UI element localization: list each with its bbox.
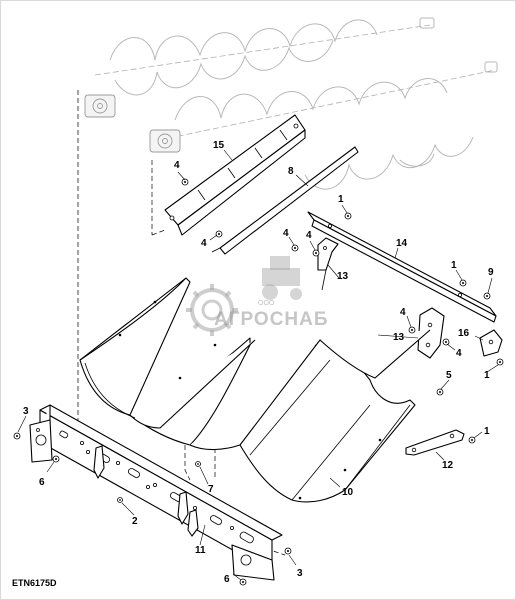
callout-4: 4 xyxy=(400,307,406,318)
callout-1: 1 xyxy=(451,260,457,271)
lower-auger xyxy=(159,61,498,190)
callout-4: 4 xyxy=(201,238,207,249)
callout-4: 4 xyxy=(174,160,180,171)
callout-labels: 15 4 8 1 4 4 4 14 13 1 9 4 13 16 4 1 5 1… xyxy=(23,140,494,585)
callout-7: 7 xyxy=(208,484,214,495)
callout-16: 16 xyxy=(458,328,470,339)
callout-13: 13 xyxy=(337,271,349,282)
callout-8: 8 xyxy=(288,166,294,177)
bracket-13-lower xyxy=(417,307,445,359)
callout-3: 3 xyxy=(297,568,303,579)
wear-strip-8 xyxy=(211,146,359,255)
callout-4: 4 xyxy=(306,230,312,241)
lower-drive-sprocket xyxy=(149,129,181,153)
callout-14: 14 xyxy=(396,238,408,249)
callout-10: 10 xyxy=(342,487,354,498)
figure-id: ETN6175D xyxy=(12,578,57,588)
watermark-prefix: ООО xyxy=(258,300,275,307)
callout-1: 1 xyxy=(484,426,490,437)
watermark-company-name: АГРОСНАБ xyxy=(214,309,329,330)
callout-13: 13 xyxy=(393,332,405,343)
bracket-16 xyxy=(479,329,503,357)
callout-4: 4 xyxy=(283,228,289,239)
callout-11: 11 xyxy=(195,545,206,556)
callout-5: 5 xyxy=(446,370,452,381)
watermark-tractor-icon xyxy=(262,256,302,300)
callout-2: 2 xyxy=(132,516,138,527)
bracket-12 xyxy=(405,429,465,456)
watermark-gear-icon xyxy=(186,284,238,336)
leader-lines xyxy=(17,149,499,581)
auger-trough-front-7 xyxy=(79,277,321,451)
callout-9: 9 xyxy=(488,267,494,278)
angle-bar-14 xyxy=(307,211,497,323)
callout-6: 6 xyxy=(224,574,230,585)
callout-1: 1 xyxy=(484,370,490,381)
callout-1: 1 xyxy=(338,194,344,205)
channel-frame-11 xyxy=(29,404,283,581)
upper-auger xyxy=(94,17,435,96)
callout-12: 12 xyxy=(442,460,454,471)
callout-6: 6 xyxy=(39,477,45,488)
alignment-line-left-2 xyxy=(151,160,166,236)
auger-trough-rear-10 xyxy=(239,329,431,503)
callout-4: 4 xyxy=(456,348,462,359)
alignment-line-center xyxy=(184,445,191,481)
bracket-13-upper xyxy=(317,237,339,291)
upper-drive-sprocket xyxy=(84,94,116,118)
deflector-plate-15 xyxy=(164,114,306,236)
callout-15: 15 xyxy=(213,140,225,151)
callout-3: 3 xyxy=(23,406,29,417)
watermark: ООО АГРОСНАБ xyxy=(186,256,329,336)
fasteners xyxy=(13,178,504,586)
